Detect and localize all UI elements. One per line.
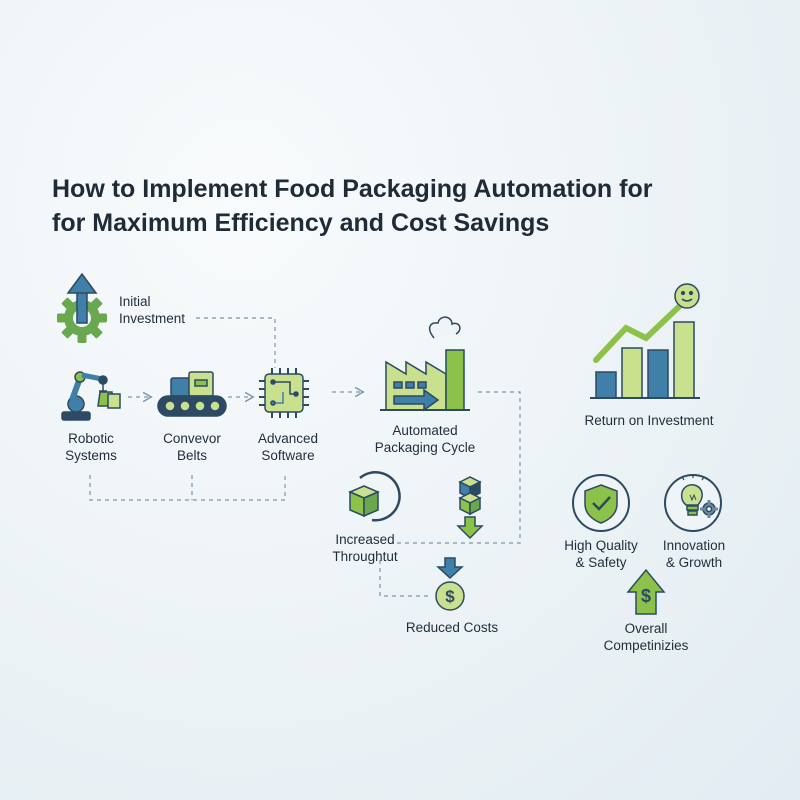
- svg-text:$: $: [641, 586, 651, 606]
- conveyor-belt-icon: [157, 371, 227, 417]
- stacked-boxes-icon: [458, 476, 482, 516]
- advanced-software-label: Advanced Software: [257, 431, 319, 463]
- high-quality-label: High Quality & Safety: [564, 538, 638, 570]
- robotic-systems-label: Robotic Systems: [65, 431, 117, 463]
- growth-chart-icon: [590, 283, 700, 399]
- conveyor-belts-label: Convevor Belts: [163, 431, 221, 463]
- overall-label: Overall Competinizies: [603, 621, 689, 653]
- arrow-down-icon: [456, 516, 484, 540]
- title-line-2: for Maximum Efficiency and Cost Savings: [52, 209, 550, 237]
- title-line-1: How to Implement Food Packaging Automati…: [52, 175, 653, 203]
- dollar-coin-icon: $: [435, 557, 465, 611]
- increased-throughput-label: Increased Throughtut: [332, 532, 398, 564]
- dollar-arrow-up-icon: $: [626, 568, 666, 615]
- shield-check-icon: [572, 474, 630, 532]
- connector-packaging-throughput: [392, 391, 521, 544]
- initial-investment-label: Initial Investment: [119, 294, 186, 326]
- diagram-title: How to Implement Food Packaging Automati…: [52, 172, 772, 240]
- automated-packaging-label: Automated Packaging Cycle: [374, 423, 476, 455]
- microchip-icon: [259, 368, 309, 418]
- connector-throughput-costs: [379, 560, 432, 597]
- reduced-costs-label: Reduced Costs: [405, 620, 499, 635]
- factory-icon: [380, 316, 470, 412]
- robotic-arm-icon: [61, 371, 121, 421]
- lightbulb-gear-icon: [664, 474, 722, 532]
- connector-feedback-loop: [89, 475, 286, 501]
- innovation-label: Innovation & Growth: [662, 538, 726, 570]
- connector-investment-software: [196, 317, 276, 368]
- connectors: [89, 317, 521, 597]
- return-on-investment-label: Return on Investment: [584, 413, 714, 428]
- gear-arrow-up-icon: [57, 272, 107, 343]
- box-cycle-icon: [348, 471, 401, 522]
- svg-text:$: $: [445, 587, 455, 606]
